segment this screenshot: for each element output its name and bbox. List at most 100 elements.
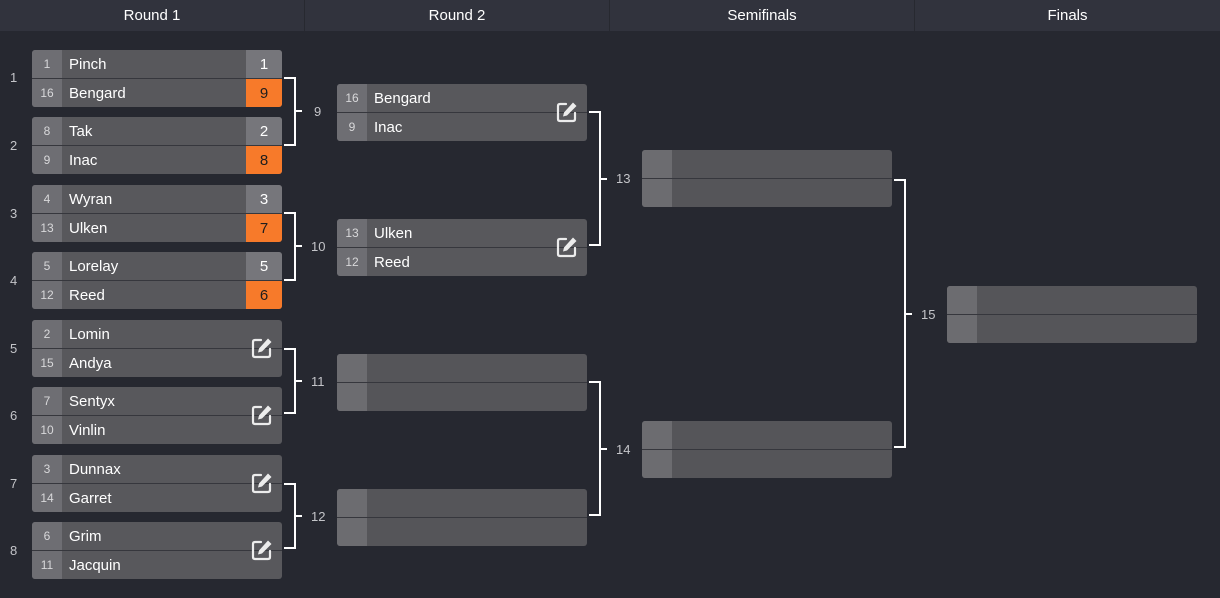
seed-badge [642, 421, 672, 449]
match-card-13[interactable] [642, 150, 892, 207]
seed-badge [642, 179, 672, 207]
winner-score-box: 9 [246, 79, 282, 107]
participant-name: Lomin [69, 325, 110, 343]
seed-badge [337, 354, 367, 382]
seed-badge [947, 286, 977, 314]
participant-name: Reed [374, 253, 410, 271]
match-slot-top: 6 Grim [32, 522, 282, 551]
seed-badge [337, 489, 367, 517]
match-slot-bottom: 12 Reed 6 [32, 281, 282, 309]
match-slot-top: 2 Lomin [32, 320, 282, 349]
seed-badge [337, 383, 367, 411]
match-slot-bottom: 9 Inac [337, 113, 587, 141]
match-slot-top: 13 Ulken [337, 219, 587, 248]
match-number-7: 7 [10, 476, 18, 491]
match-slot-bottom [337, 383, 587, 411]
match-number-9: 9 [314, 104, 322, 119]
seed-badge: 13 [32, 214, 62, 242]
match-slot-bottom: 13 Ulken 7 [32, 214, 282, 242]
match-card-8[interactable]: 6 Grim 11 Jacquin [32, 522, 282, 579]
participant-name: Lorelay [69, 257, 119, 275]
seed-badge: 15 [32, 349, 62, 377]
seed-badge: 12 [337, 248, 367, 276]
edit-icon [251, 540, 272, 561]
match-slot-bottom: 11 Jacquin [32, 551, 282, 579]
match-number-8: 8 [10, 543, 18, 558]
match-slot-bottom [642, 179, 892, 207]
edit-match-button[interactable] [250, 538, 274, 562]
match-number-10: 10 [311, 239, 326, 254]
seed-badge: 11 [32, 551, 62, 579]
seed-badge: 10 [32, 416, 62, 444]
seed-badge: 9 [337, 113, 367, 141]
edit-match-button[interactable] [250, 471, 274, 495]
match-slot-bottom: 9 Inac 8 [32, 146, 282, 174]
participant-name: Andya [69, 354, 112, 372]
score-box: 1 [246, 50, 282, 78]
match-slot-bottom: 15 Andya [32, 349, 282, 377]
seed-badge: 4 [32, 185, 62, 213]
participant-name: Inac [374, 118, 403, 136]
match-card-15[interactable] [947, 286, 1197, 343]
score-box: 3 [246, 185, 282, 213]
winner-score-box: 6 [246, 281, 282, 309]
edit-icon [251, 338, 272, 359]
edit-icon [556, 102, 577, 123]
participant-name: Sentyx [69, 392, 115, 410]
match-number-4: 4 [10, 273, 18, 288]
match-slot-bottom [337, 518, 587, 546]
match-card-9[interactable]: 16 Bengard 9 Inac [337, 84, 587, 141]
match-number-15: 15 [921, 307, 936, 322]
participant-name: Wyran [69, 190, 113, 208]
match-slot-top [947, 286, 1197, 315]
match-slot-bottom: 10 Vinlin [32, 416, 282, 444]
round-header-bar: Round 1 Round 2 Semifinals Finals [0, 0, 1220, 31]
match-slot-top [642, 421, 892, 450]
seed-badge: 3 [32, 455, 62, 483]
edit-icon [556, 237, 577, 258]
match-card-5[interactable]: 2 Lomin 15 Andya [32, 320, 282, 377]
match-card-6[interactable]: 7 Sentyx 10 Vinlin [32, 387, 282, 444]
semifinals-header: Semifinals [610, 0, 915, 31]
seed-badge [642, 450, 672, 478]
match-card-14[interactable] [642, 421, 892, 478]
match-card-10[interactable]: 13 Ulken 12 Reed [337, 219, 587, 276]
seed-badge: 5 [32, 252, 62, 280]
match-card-2[interactable]: 8 Tak 2 9 Inac 8 [32, 117, 282, 174]
seed-badge [337, 518, 367, 546]
match-number-2: 2 [10, 138, 18, 153]
seed-badge: 2 [32, 320, 62, 348]
winner-score-box: 7 [246, 214, 282, 242]
edit-match-button[interactable] [250, 336, 274, 360]
match-slot-top: 1 Pinch 1 [32, 50, 282, 79]
match-card-3[interactable]: 4 Wyran 3 13 Ulken 7 [32, 185, 282, 242]
match-slot-top: 3 Dunnax [32, 455, 282, 484]
match-card-12[interactable] [337, 489, 587, 546]
seed-badge: 14 [32, 484, 62, 512]
match-slot-bottom [947, 315, 1197, 343]
winner-score-box: 8 [246, 146, 282, 174]
edit-icon [251, 473, 272, 494]
match-slot-top [642, 150, 892, 179]
match-card-4[interactable]: 5 Lorelay 5 12 Reed 6 [32, 252, 282, 309]
match-card-7[interactable]: 3 Dunnax 14 Garret [32, 455, 282, 512]
match-number-5: 5 [10, 341, 18, 356]
edit-icon [251, 405, 272, 426]
finals-header: Finals [1047, 7, 1088, 24]
match-card-1[interactable]: 1 Pinch 1 16 Bengard 9 [32, 50, 282, 107]
participant-name: Bengard [374, 89, 431, 107]
participant-name: Garret [69, 489, 112, 507]
match-card-11[interactable] [337, 354, 587, 411]
match-slot-bottom: 16 Bengard 9 [32, 79, 282, 107]
seed-badge: 13 [337, 219, 367, 247]
seed-badge: 7 [32, 387, 62, 415]
edit-match-button[interactable] [555, 100, 579, 124]
edit-match-button[interactable] [250, 403, 274, 427]
seed-badge [947, 315, 977, 343]
match-slot-top: 4 Wyran 3 [32, 185, 282, 214]
seed-badge: 1 [32, 50, 62, 78]
match-number-14: 14 [616, 442, 631, 457]
edit-match-button[interactable] [555, 235, 579, 259]
seed-badge: 16 [337, 84, 367, 112]
match-slot-top [337, 489, 587, 518]
